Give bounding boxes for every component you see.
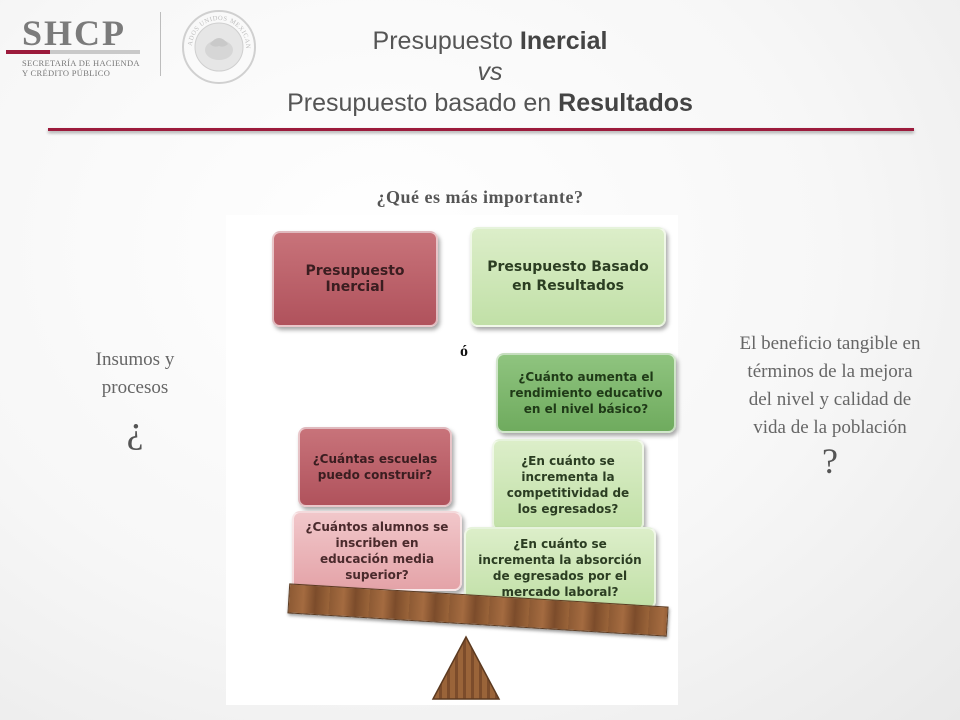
right-box-rendimiento: ¿Cuánto aumenta el rendimiento educativo… — [496, 353, 676, 433]
title-line1: Presupuesto Inercial — [180, 26, 800, 57]
right-question-mark: ? — [822, 441, 838, 481]
left-box-escuelas: ¿Cuántas escuelas puedo construir? — [298, 427, 452, 507]
shcp-logo-subtitle-line2: Y CRÉDITO PÚBLICO — [22, 68, 111, 78]
right-box-absorcion: ¿En cuánto se incrementa la absorción de… — [464, 527, 656, 609]
shcp-logo-subtitle: SECRETARÍA DE HACIENDA Y CRÉDITO PÚBLICO — [22, 58, 140, 78]
left-caption: Insumos y procesos — [70, 346, 200, 402]
header-box-inercial: Presupuesto Inercial — [272, 231, 438, 327]
right-caption-line2: términos de la mejora — [747, 361, 913, 382]
title-rule — [48, 128, 914, 131]
mexico-seal-icon: ESTADOS UNIDOS MEXICANOS — [180, 8, 256, 84]
main-question: ¿Qué es más importante? — [376, 187, 584, 207]
header-divider — [160, 12, 161, 76]
shcp-logo-bar — [6, 50, 140, 54]
fulcrum-icon — [431, 635, 501, 700]
title-line1-prefix: Presupuesto — [372, 27, 520, 55]
right-caption-line3: del nivel y calidad de — [748, 389, 912, 410]
title-line1-bold: Inercial — [519, 27, 608, 55]
title-line3-bold: Resultados — [558, 89, 693, 117]
shcp-logo-subtitle-line1: SECRETARÍA DE HACIENDA — [22, 58, 140, 68]
shcp-logo-text: SHCP — [22, 13, 127, 53]
title-line3-prefix: Presupuesto basado en — [287, 89, 559, 117]
right-box-competitividad: ¿En cuánto se incrementa la competitivid… — [492, 439, 644, 531]
slide-title: Presupuesto Inercial vs Presupuesto basa… — [180, 26, 800, 119]
header-box-resultados: Presupuesto Basado en Resultados — [470, 227, 666, 327]
left-question-mark: ¿ — [126, 409, 144, 451]
or-label: ó — [460, 343, 468, 360]
left-caption-line1: Insumos y — [95, 349, 175, 370]
right-caption-line1: El beneficio tangible en — [739, 333, 921, 354]
right-caption: El beneficio tangible en términos de la … — [708, 330, 952, 442]
balance-diagram: Presupuesto Inercial Presupuesto Basado … — [226, 215, 678, 705]
right-caption-line4: vida de la población — [753, 417, 907, 438]
title-line3: Presupuesto basado en Resultados — [180, 88, 800, 119]
left-box-alumnos: ¿Cuántos alumnos se inscriben en educaci… — [292, 511, 462, 591]
title-line2: vs — [477, 58, 503, 86]
left-caption-line2: procesos — [101, 377, 169, 398]
